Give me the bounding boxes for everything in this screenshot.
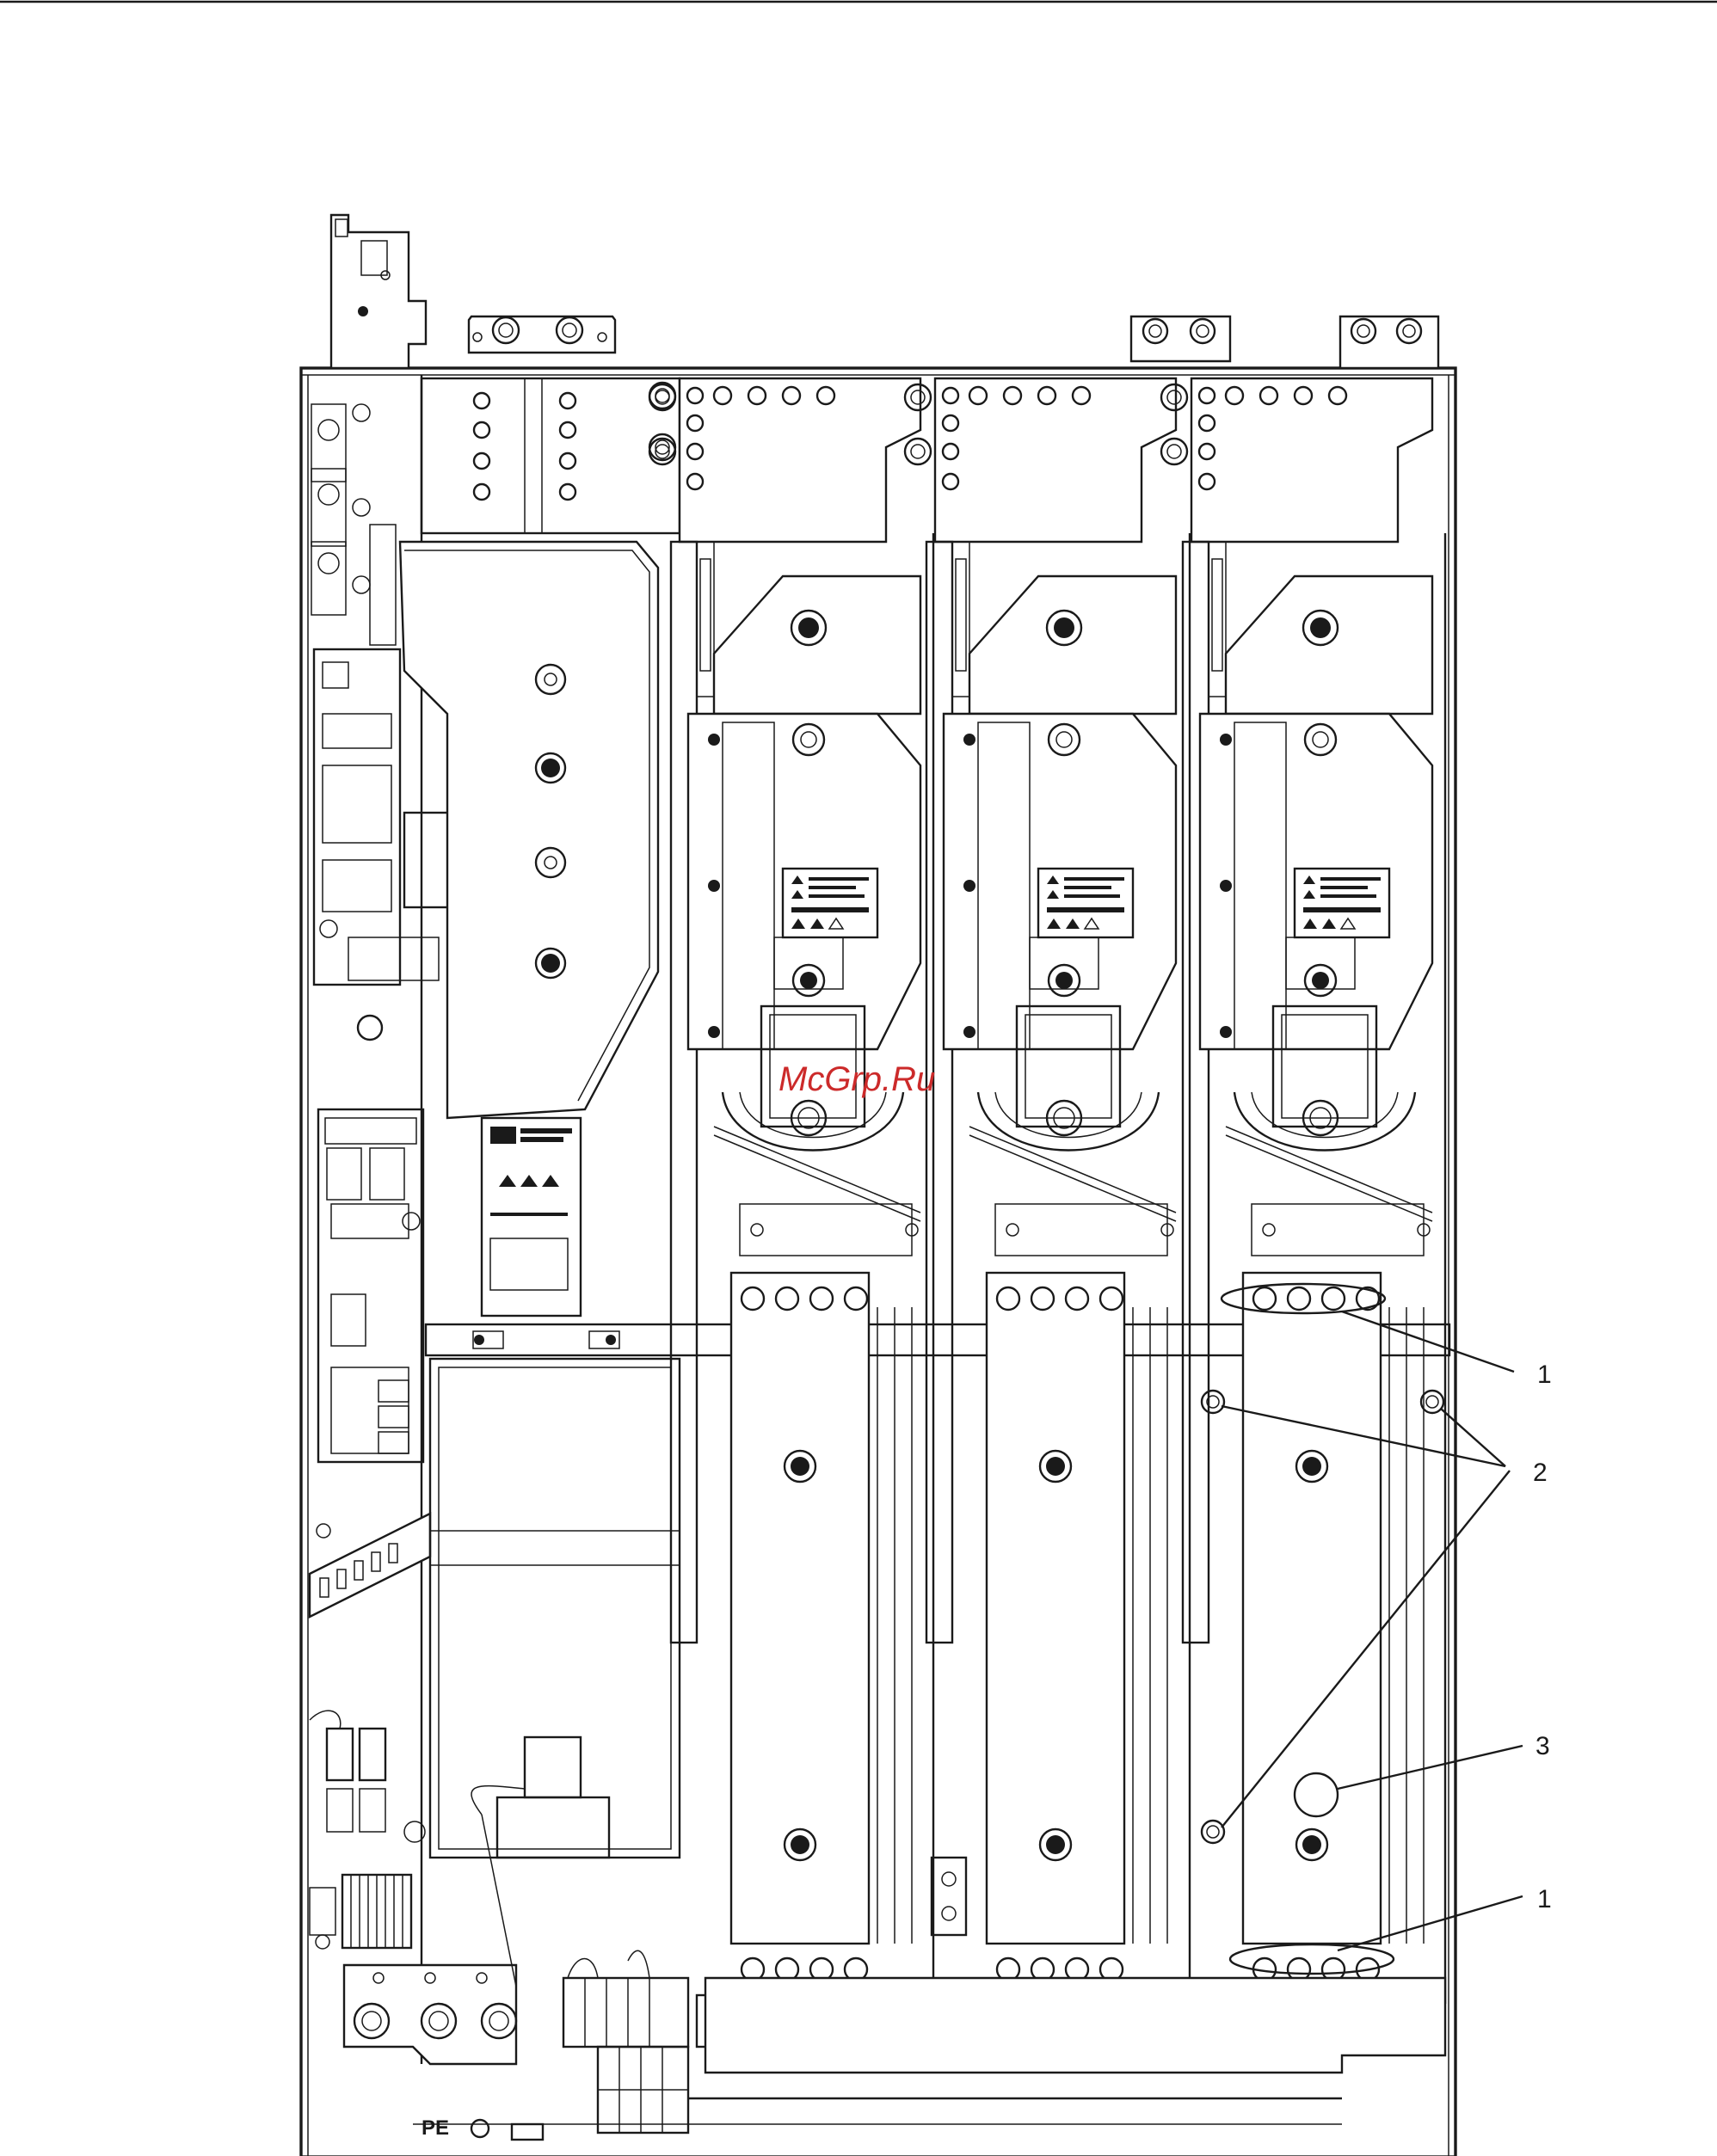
callout-1-bottom: 1: [1537, 1885, 1552, 1913]
left-warning-label-panel: [482, 1118, 581, 1316]
pe-label: PE: [422, 2116, 449, 2140]
power-module-3: [1161, 378, 1432, 2069]
pe-terminal-bar: PE: [344, 1950, 688, 2140]
top-left-bracket: [331, 215, 426, 368]
top-busbar-tab-2: [1131, 316, 1230, 361]
left-main-busbar-plate: [400, 542, 658, 1118]
top-busbar-tab-3: [1340, 316, 1438, 368]
callout-2: 2: [1533, 1459, 1548, 1487]
top-busbar-tab-1: [469, 316, 615, 353]
left-upper-busbar: [422, 378, 680, 533]
callout-1-top: 1: [1537, 1361, 1552, 1389]
left-fan-compartment: [430, 1359, 680, 1987]
power-module-1: [649, 378, 920, 2069]
power-module-2: [905, 378, 1176, 2069]
watermark: McGrp.Ru: [778, 1060, 935, 1098]
callout-3: 3: [1535, 1732, 1550, 1760]
